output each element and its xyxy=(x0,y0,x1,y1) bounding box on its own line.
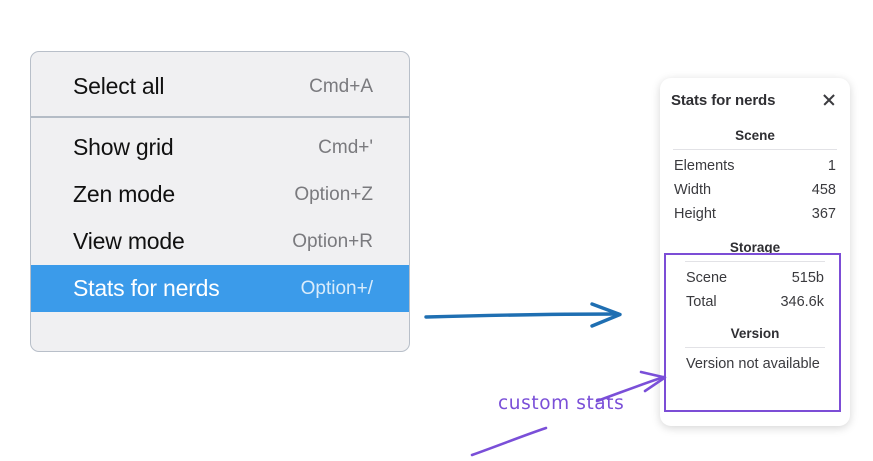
menu-item-label: Zen mode xyxy=(73,181,175,207)
purple-underline-stroke xyxy=(470,426,548,457)
stat-value: 346.6k xyxy=(780,294,824,310)
menu-item-label: Show grid xyxy=(73,134,174,160)
menu-item-stats-for-nerds[interactable]: Stats for nerds Option+/ xyxy=(31,265,409,312)
stat-value: 458 xyxy=(811,182,836,198)
stat-value: 515b xyxy=(791,270,824,286)
section-divider xyxy=(673,149,837,150)
section-divider xyxy=(685,261,825,262)
menu-item-label: Select all xyxy=(73,73,165,99)
table-row: Elements 1 xyxy=(671,154,839,178)
section-version: Version Version not available xyxy=(683,314,827,376)
menu-item-shortcut: Option+Z xyxy=(294,183,373,205)
menu-top-padding xyxy=(31,52,409,63)
menu-item-zen-mode[interactable]: Zen mode Option+Z xyxy=(31,171,409,218)
stat-label: Scene xyxy=(686,270,728,286)
menu-item-label: View mode xyxy=(73,228,185,254)
section-heading: Version xyxy=(730,326,780,341)
menu-item-shortcut: Cmd+' xyxy=(318,136,373,158)
stat-label: Height xyxy=(674,206,716,222)
custom-stats-sections: Storage Scene 515b Total 346.6k Version … xyxy=(671,233,839,376)
section-heading: Storage xyxy=(729,240,781,255)
section-storage: Storage Scene 515b Total 346.6k xyxy=(683,233,827,314)
section-divider xyxy=(685,347,825,348)
menu-item-select-all[interactable]: Select all Cmd+A xyxy=(31,63,409,110)
menu-item-show-grid[interactable]: Show grid Cmd+' xyxy=(31,124,409,171)
menu-item-shortcut: Option+/ xyxy=(300,277,373,299)
menu-item-view-mode[interactable]: View mode Option+R xyxy=(31,218,409,265)
menu-item-label: Stats for nerds xyxy=(73,275,220,301)
menu-bottom-padding xyxy=(31,312,409,332)
stat-label: Version not available xyxy=(686,356,820,372)
panel-header: Stats for nerds xyxy=(671,78,839,116)
stat-label: Width xyxy=(674,182,712,198)
section-scene: Scene Elements 1 Width 458 Height 367 xyxy=(671,116,839,226)
menu-item-shortcut: Cmd+A xyxy=(309,75,373,97)
close-icon[interactable] xyxy=(821,92,837,108)
stat-label: Total xyxy=(686,294,717,310)
stat-value: 1 xyxy=(827,158,836,174)
context-menu[interactable]: Select all Cmd+A Show grid Cmd+' Zen mod… xyxy=(30,51,410,352)
blue-arrow xyxy=(424,302,622,328)
menu-group-2: Show grid Cmd+' Zen mode Option+Z View m… xyxy=(31,124,409,312)
table-row: Width 458 xyxy=(671,178,839,202)
stat-value: 367 xyxy=(811,206,836,222)
section-heading: Scene xyxy=(735,128,775,143)
menu-item-shortcut: Option+R xyxy=(292,230,373,252)
table-row: Version not available xyxy=(683,352,827,376)
menu-separator xyxy=(31,116,409,118)
custom-stats-annotation-label: custom stats xyxy=(498,393,625,414)
table-row: Scene 515b xyxy=(683,266,827,290)
table-row: Total 346.6k xyxy=(683,290,827,314)
stats-for-nerds-panel: Stats for nerds Scene Elements 1 Width 4… xyxy=(660,78,850,426)
stat-label: Elements xyxy=(674,158,735,174)
menu-group-1: Select all Cmd+A xyxy=(31,63,409,110)
table-row: Height 367 xyxy=(671,202,839,226)
panel-title: Stats for nerds xyxy=(671,91,776,109)
